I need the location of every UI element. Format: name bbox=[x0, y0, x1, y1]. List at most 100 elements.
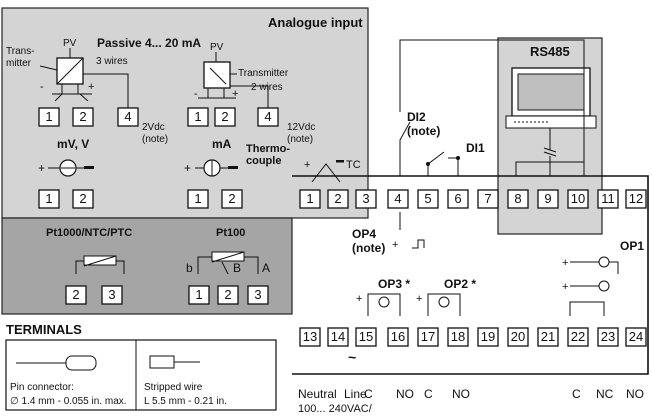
wires3-label: 3 wires bbox=[96, 56, 128, 67]
terminal-number: 20 bbox=[511, 329, 525, 344]
terminals-legend: TERMINALS Pin connector: ∅ 1.4 mm - 0.05… bbox=[5, 322, 277, 411]
terminal-box bbox=[65, 285, 87, 305]
terminal-box bbox=[327, 327, 349, 347]
terminal-number: 1 bbox=[45, 109, 52, 124]
transmitter-2wire: PV Transmitter 2 wires + - bbox=[194, 42, 289, 116]
svg-text:+: + bbox=[392, 239, 398, 251]
terminal-box bbox=[247, 285, 269, 305]
op3-label: OP3 * bbox=[378, 277, 410, 291]
no3-label: NO bbox=[626, 387, 644, 401]
terminal-number: 2 bbox=[72, 287, 79, 302]
terminal-number: 2 bbox=[228, 191, 235, 206]
terminal-box bbox=[417, 327, 439, 347]
terminal-box bbox=[38, 189, 60, 209]
terminal-number: 4 bbox=[124, 109, 131, 124]
pin-label: Pin connector: bbox=[10, 382, 74, 393]
svg-text:+: + bbox=[184, 161, 191, 175]
terminal-box bbox=[417, 189, 439, 209]
thermo-label-a: Thermo- bbox=[246, 143, 290, 155]
analogue-title: Analogue input bbox=[268, 15, 363, 30]
vdc12-label: 12Vdc bbox=[287, 122, 315, 133]
terminal-number: 3 bbox=[362, 191, 369, 206]
terminal-block-outline bbox=[292, 175, 649, 375]
terminal-box bbox=[477, 327, 499, 347]
pt-B: B bbox=[233, 261, 241, 275]
op1-output: OP1 + + bbox=[562, 239, 644, 316]
terminal-number: 1 bbox=[194, 191, 201, 206]
svg-text:+: + bbox=[38, 161, 45, 175]
terminal-number: 3 bbox=[254, 287, 261, 302]
terminal-box bbox=[447, 189, 469, 209]
op4-label-a: OP4 bbox=[352, 227, 376, 241]
op3-output: OP3 * + bbox=[356, 277, 410, 316]
terminal-number: 2 bbox=[334, 191, 341, 206]
terminal-number: 21 bbox=[541, 329, 555, 344]
pt100-label: Pt100 bbox=[216, 227, 245, 239]
svg-text:+: + bbox=[562, 281, 568, 293]
terminal-box bbox=[355, 327, 377, 347]
c2-label: C bbox=[424, 387, 433, 401]
svg-text:+: + bbox=[232, 88, 238, 100]
terminal-box bbox=[597, 327, 619, 347]
terminal-box bbox=[625, 189, 647, 209]
pt1000-resistor bbox=[75, 255, 125, 274]
di1-switch: DI1 bbox=[426, 141, 485, 176]
terminal-number: 6 bbox=[454, 191, 461, 206]
terminal-box bbox=[217, 285, 239, 305]
terminal-number: 19 bbox=[481, 329, 495, 344]
terminal-number: 16 bbox=[391, 329, 405, 344]
neutral-label: Neutral bbox=[298, 387, 337, 401]
transmitter1-label-b: mitter bbox=[6, 58, 32, 69]
svg-text:-: - bbox=[194, 88, 198, 100]
pin-spec: ∅ 1.4 mm - 0.055 in. max. bbox=[10, 396, 127, 407]
svg-text:+: + bbox=[356, 293, 362, 305]
terminal-number: 2 bbox=[224, 287, 231, 302]
wire-label: Stripped wire bbox=[144, 382, 203, 393]
op4-output: OP4 (note) + bbox=[352, 212, 425, 255]
terminal-number: 9 bbox=[544, 191, 551, 206]
terminal-box bbox=[537, 327, 559, 347]
terminal-number: 7 bbox=[484, 191, 491, 206]
terminal-number: 2 bbox=[79, 191, 86, 206]
di1-label: DI1 bbox=[466, 141, 485, 155]
note1-label: (note) bbox=[142, 134, 168, 145]
terminal-box bbox=[537, 189, 559, 209]
svg-text:~: ~ bbox=[348, 349, 356, 365]
pt100-resistor: b B A bbox=[186, 251, 270, 275]
ma-label: mA bbox=[212, 137, 232, 151]
op4-label-b: (note) bbox=[352, 241, 385, 255]
terminal-box bbox=[38, 107, 60, 127]
op1-label: OP1 bbox=[620, 239, 644, 253]
passive-title: Passive 4... 20 mA bbox=[97, 36, 201, 50]
terminal-number: 2 bbox=[79, 109, 86, 124]
svg-text:-: - bbox=[40, 81, 44, 93]
terminal-box bbox=[72, 107, 94, 127]
terminal-box bbox=[477, 189, 499, 209]
wire-spec: L 5.5 mm - 0.21 in. bbox=[144, 396, 227, 407]
thermocouple-symbol: + TC bbox=[304, 159, 361, 183]
terminal-number: 4 bbox=[394, 191, 401, 206]
line-label: Line bbox=[344, 387, 367, 401]
c1-label: C bbox=[364, 387, 373, 401]
transmitter2-label: Transmitter bbox=[238, 68, 289, 79]
terminal-box bbox=[567, 327, 589, 347]
pt1000-label: Pt1000/NTC/PTC bbox=[46, 227, 132, 239]
pt-b-small: b bbox=[186, 261, 193, 275]
nc-label: NC bbox=[596, 387, 614, 401]
terminal-number: 14 bbox=[331, 329, 345, 344]
terminal-number: 1 bbox=[306, 191, 313, 206]
terminal-number: 4 bbox=[264, 109, 271, 124]
op2-label: OP2 * bbox=[444, 277, 476, 291]
terminal-box bbox=[72, 189, 94, 209]
di2-label-a: DI2 bbox=[407, 110, 426, 124]
pt-A: A bbox=[262, 261, 270, 275]
terminal-box bbox=[257, 107, 279, 127]
rtd-panel bbox=[1, 217, 293, 315]
terminal-number: 23 bbox=[601, 329, 615, 344]
terminal-box bbox=[117, 107, 139, 127]
